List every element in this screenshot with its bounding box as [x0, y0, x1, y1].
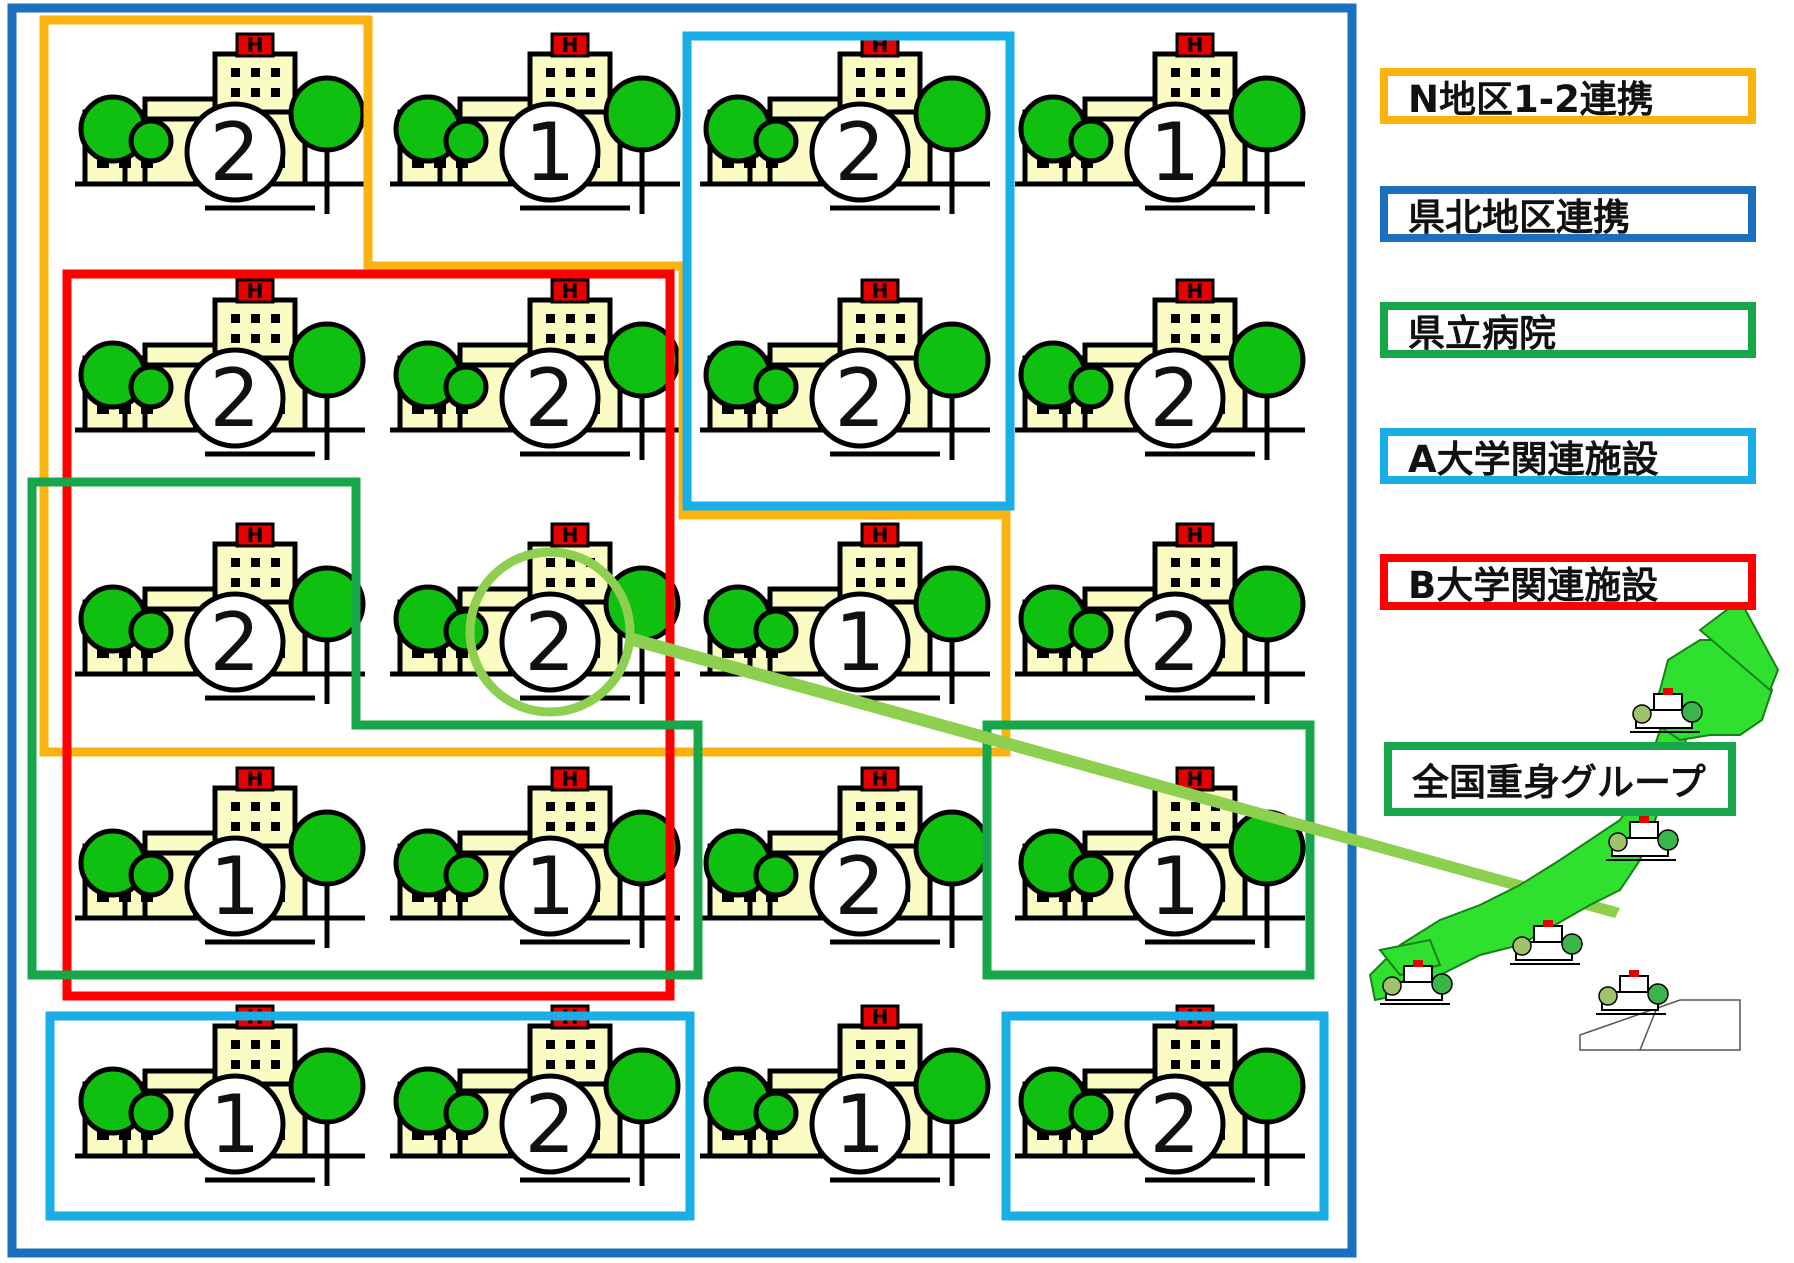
hospital-icon: 2	[390, 523, 680, 704]
national-group-connector	[465, 547, 1620, 918]
facility-number-circle	[809, 591, 911, 693]
legend-label: A大学関連施設	[1408, 438, 1659, 481]
facility-number: 1	[835, 596, 886, 689]
facility-number-circle	[499, 1073, 601, 1175]
japan-map-icon	[1368, 598, 1780, 1051]
facility-number-circle	[1124, 591, 1226, 693]
group-a-university-outline	[682, 31, 1015, 511]
hospital-icon: 2	[700, 767, 990, 948]
hospital-icon: 1	[700, 523, 990, 704]
facility-number-circle	[1124, 835, 1226, 937]
legend-prefectural: 県立病院	[1380, 302, 1756, 358]
facility-number-circle	[184, 347, 286, 449]
legend-n-district: N地区1-2連携	[1380, 68, 1756, 124]
facility-number-circle	[1124, 101, 1226, 203]
group-prefectural-outline	[27, 477, 703, 980]
hospital-icon: 2	[390, 1005, 680, 1186]
facility-number-circle	[499, 347, 601, 449]
facility-number: 2	[210, 596, 261, 689]
hospital-icon: 1	[1015, 33, 1305, 214]
legend-label: 県北地区連携	[1408, 196, 1630, 239]
facility-number: 1	[835, 1078, 886, 1171]
hospital-icon: 2	[700, 279, 990, 460]
group-prefectural-outline-2	[982, 720, 1315, 980]
facility-number-circle	[809, 1073, 911, 1175]
facility-number: 2	[1150, 1078, 1201, 1171]
facility-number: 2	[835, 352, 886, 445]
hospital-icon: 2	[390, 279, 680, 460]
hospital-icon: 2	[1015, 279, 1305, 460]
facility-number-circle	[1124, 1073, 1226, 1175]
hospital-icon: 1	[75, 1005, 365, 1186]
legend-label: 全国重身グループ	[1412, 761, 1706, 804]
facility-number-circle	[499, 101, 601, 203]
facility-number: 2	[525, 1078, 576, 1171]
facility-number: 2	[210, 352, 261, 445]
facility-number: 1	[525, 106, 576, 199]
hospital-icon: 1	[390, 33, 680, 214]
facility-number-circle	[499, 835, 601, 937]
legend-national-group: 全国重身グループ	[1384, 742, 1736, 816]
hospital-icon: 2	[700, 33, 990, 214]
hospital-icon: 1	[700, 1005, 990, 1186]
hospital-icon: 2	[75, 523, 365, 704]
facility-number-circle	[499, 591, 601, 693]
facility-number-circle	[809, 347, 911, 449]
region-kenpoku-outline	[7, 3, 1357, 1258]
group-a-university-outline-2	[45, 1011, 695, 1221]
hospital-icon: 2	[75, 279, 365, 460]
facility-number: 2	[1150, 596, 1201, 689]
legend-a-university: A大学関連施設	[1380, 428, 1756, 484]
hospital-icon: 2	[1015, 1005, 1305, 1186]
facility-number: 2	[835, 106, 886, 199]
legend-kenpoku: 県北地区連携	[1380, 186, 1756, 242]
facility-number: 1	[1150, 106, 1201, 199]
facility-number: 2	[1150, 352, 1201, 445]
facility-number-circle	[1124, 347, 1226, 449]
facility-number-circle	[184, 101, 286, 203]
facility-number-circle	[809, 835, 911, 937]
facility-number-circle	[184, 1073, 286, 1175]
hospital-icon: 1	[390, 767, 680, 948]
facility-number: 2	[210, 106, 261, 199]
facility-number-circle	[184, 591, 286, 693]
facility-number-circle	[184, 835, 286, 937]
hospital-icon: 2	[1015, 523, 1305, 704]
facility-number: 1	[1150, 840, 1201, 933]
facility-number: 2	[525, 596, 576, 689]
facility-number: 2	[835, 840, 886, 933]
legend-label: B大学関連施設	[1408, 564, 1659, 607]
group-a-university-outline-3	[1001, 1011, 1329, 1221]
facility-number: 2	[525, 352, 576, 445]
hospital-icon: 1	[75, 767, 365, 948]
legend-label: 県立病院	[1408, 312, 1556, 355]
group-n-district-outline	[39, 15, 1011, 757]
hospital-icon: 1	[1015, 767, 1305, 948]
facility-number-circle	[809, 101, 911, 203]
legend-label: N地区1-2連携	[1408, 78, 1654, 121]
legend-b-university: B大学関連施設	[1380, 554, 1756, 610]
facility-number: 1	[525, 840, 576, 933]
group-b-university-outline	[62, 269, 675, 1001]
facility-number: 1	[210, 1078, 261, 1171]
facility-number: 1	[210, 840, 261, 933]
hospital-icon: 2	[75, 33, 365, 214]
